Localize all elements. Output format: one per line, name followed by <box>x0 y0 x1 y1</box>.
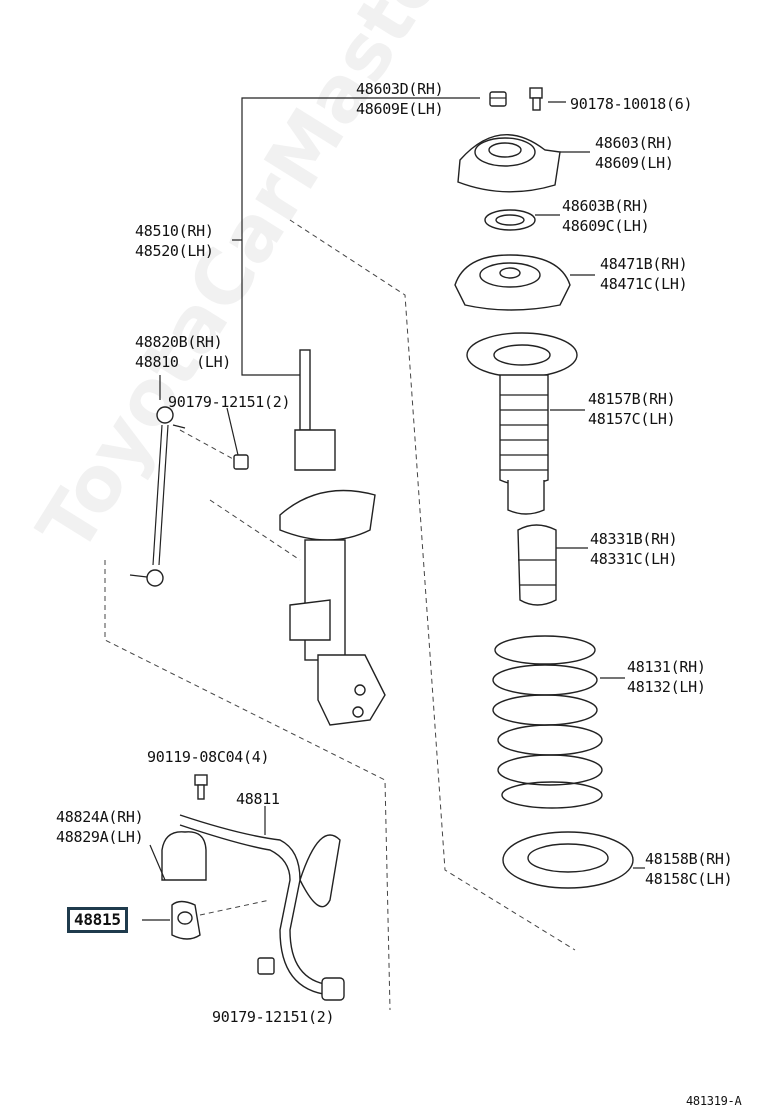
label-90179-12151-lower: 90179-12151(2) <box>212 1008 335 1026</box>
bearing-48603B <box>484 209 560 231</box>
leader-dash-bush <box>199 899 271 916</box>
bolt-90119 <box>194 774 208 800</box>
bolt-90178 <box>529 87 566 111</box>
label-48157C: 48157C(LH) <box>588 410 676 428</box>
label-48520: 48520(LH) <box>135 242 214 260</box>
assembly-outline-upper <box>289 219 576 951</box>
coil-spring-48131 <box>492 635 625 809</box>
label-48331C: 48331C(LH) <box>590 550 678 568</box>
label-48810: 48810 (LH) <box>135 353 232 371</box>
label-48471B: 48471B(RH) <box>600 255 688 273</box>
label-48824A: 48824A(RH) <box>56 808 144 826</box>
label-48609: 48609(LH) <box>595 154 674 172</box>
label-48603: 48603(RH) <box>595 134 674 152</box>
label-48471C: 48471C(LH) <box>600 275 688 293</box>
label-48158B: 48158B(RH) <box>645 850 733 868</box>
leader-dash-link <box>209 499 301 561</box>
label-48609C: 48609C(LH) <box>562 217 650 235</box>
stabilizer-link-48820B <box>129 406 186 587</box>
label-48820B: 48820B(RH) <box>135 333 223 351</box>
label-48132: 48132(LH) <box>627 678 706 696</box>
dust-boot-48157B <box>466 332 585 515</box>
label-48131: 48131(RH) <box>627 658 706 676</box>
bump-stopper-48331B <box>517 524 588 606</box>
label-90179-12151-upper: 90179-12151(2) <box>168 393 291 411</box>
strut-support-48603 <box>457 134 590 193</box>
spring-seat-48471B <box>454 254 595 311</box>
label-48510: 48510(RH) <box>135 222 214 240</box>
label-48157B: 48157B(RH) <box>588 390 676 408</box>
label-48609E: 48609E(LH) <box>356 100 444 118</box>
label-48158C: 48158C(LH) <box>645 870 733 888</box>
bracket-48510 <box>241 97 480 376</box>
spring-insulator-48158B <box>502 831 645 889</box>
shock-absorber-48510 <box>279 349 386 726</box>
leader-dash-nut <box>179 429 236 461</box>
label-90178-10018: 90178-10018(6) <box>570 95 693 113</box>
nut-90179-upper <box>226 407 249 470</box>
assembly-outline-left <box>104 560 391 1011</box>
label-48603D: 48603D(RH) <box>356 80 444 98</box>
nut-90179-lower <box>257 957 275 975</box>
label-48829A: 48829A(LH) <box>56 828 144 846</box>
stabilizer-bar-48811 <box>179 806 345 1001</box>
label-48815-highlighted[interactable]: 48815 <box>67 907 128 933</box>
bushing-48815 <box>142 900 201 940</box>
label-48603B: 48603B(RH) <box>562 197 650 215</box>
figure-id: 481319-A <box>686 1094 742 1108</box>
nut-48603D <box>489 91 507 107</box>
label-48331B: 48331B(RH) <box>590 530 678 548</box>
label-48811: 48811 <box>236 790 280 808</box>
bushing-bracket-48824A <box>149 831 207 881</box>
label-90119-08C04: 90119-08C04(4) <box>147 748 270 766</box>
